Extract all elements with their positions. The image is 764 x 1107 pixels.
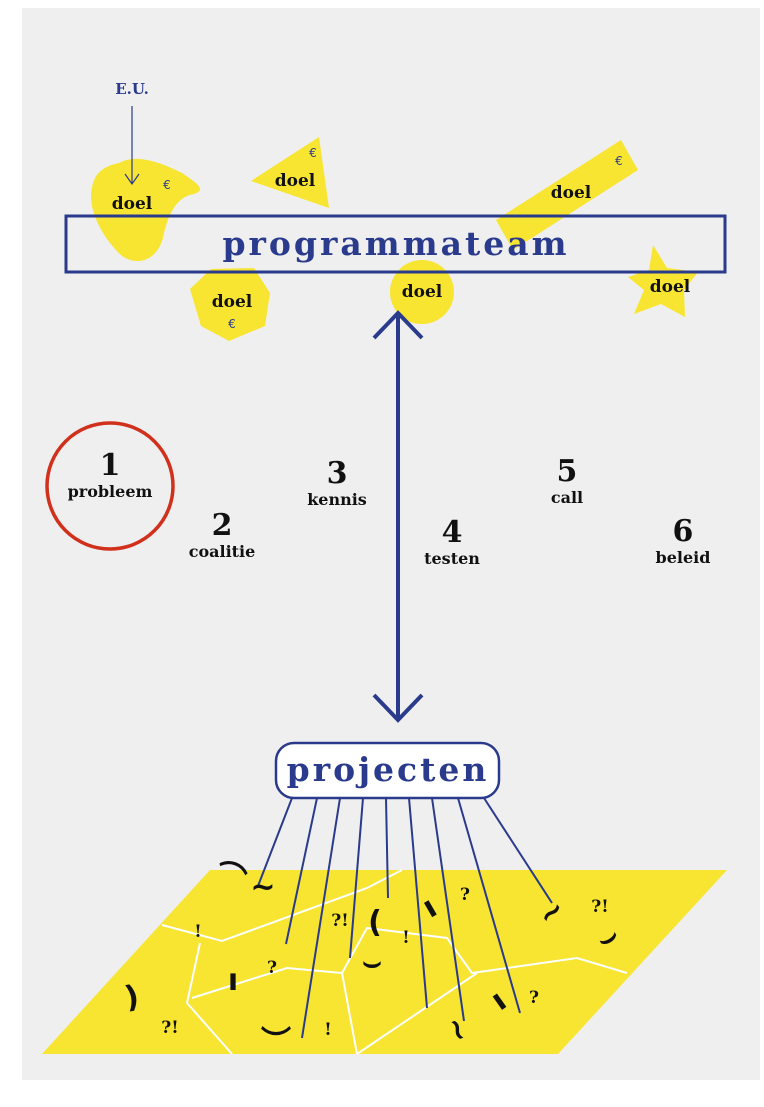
goal-label: doel <box>401 282 443 302</box>
euro-icon: € <box>163 178 171 192</box>
eu-arrowhead <box>124 173 140 186</box>
euro-icon: € <box>228 317 236 331</box>
goal-shape-star <box>628 245 698 317</box>
step-1: 1 probleem <box>68 450 153 502</box>
field-dividers <box>161 869 628 1055</box>
goal-label: doel <box>550 183 592 203</box>
programmateam-box <box>64 214 727 274</box>
step-label: testen <box>424 549 480 568</box>
field-mark: ! <box>324 1020 332 1040</box>
yellow-field <box>42 870 727 1054</box>
project-connectors <box>257 797 553 1039</box>
step-number: 4 <box>441 515 463 550</box>
step-label: probleem <box>67 482 153 501</box>
step-number: 3 <box>326 456 348 491</box>
field-mark: ? <box>267 958 277 978</box>
goal-shape-blob <box>91 158 201 262</box>
step-3: 3 kennis <box>307 458 367 510</box>
step-number: 1 <box>99 448 121 483</box>
highlight-circle <box>45 421 175 551</box>
field-mark: ! <box>194 922 202 942</box>
step-4: 4 testen <box>424 517 480 569</box>
goal-shape-hexagon <box>190 268 270 341</box>
step-label: kennis <box>307 490 367 509</box>
step-number: 6 <box>672 514 694 549</box>
field-mark: ! <box>402 928 410 948</box>
projecten-box <box>274 741 501 800</box>
field-mark: ?! <box>591 897 609 917</box>
eu-label: E.U. <box>115 80 149 98</box>
goal-label: doel <box>649 277 691 297</box>
diagram-graphics <box>42 106 727 1055</box>
step-label: coalitie <box>188 542 256 561</box>
step-5: 5 call <box>551 456 583 508</box>
double-arrow-head-top <box>372 310 424 340</box>
step-2: 2 coalitie <box>189 510 256 562</box>
goal-label: doel <box>111 194 153 214</box>
field-mark: ?! <box>331 911 349 931</box>
squiggle-icon: ( <box>368 905 382 940</box>
goal-shape-triangle <box>251 137 329 208</box>
step-number: 2 <box>211 508 233 543</box>
projecten-title: projecten <box>286 750 490 789</box>
goal-shape-bar <box>496 140 638 250</box>
step-6: 6 beleid <box>656 516 711 568</box>
step-number: 5 <box>556 454 578 489</box>
euro-icon: € <box>309 146 317 160</box>
euro-icon: € <box>615 154 623 168</box>
squiggle-icon: ~ <box>250 870 276 905</box>
diagram-canvas: E.U. doel € doel € doel € doel € doel do… <box>22 8 760 1080</box>
field-mark: ? <box>529 988 539 1008</box>
squiggle-icon: ⌣ <box>362 945 382 980</box>
goal-label: doel <box>211 292 253 312</box>
field-mark: ?! <box>161 1018 179 1038</box>
programmateam-title: programmateam <box>222 224 570 263</box>
field-mark: ? <box>460 885 470 905</box>
double-arrow-head-bottom <box>372 693 424 723</box>
step-label: call <box>550 488 584 507</box>
squiggle-icon: ı <box>227 963 239 998</box>
step-label: beleid <box>655 548 711 567</box>
goal-shape-circle <box>390 260 454 324</box>
goal-label: doel <box>274 171 316 191</box>
squiggle-icon: ⌒ <box>261 1001 291 1036</box>
